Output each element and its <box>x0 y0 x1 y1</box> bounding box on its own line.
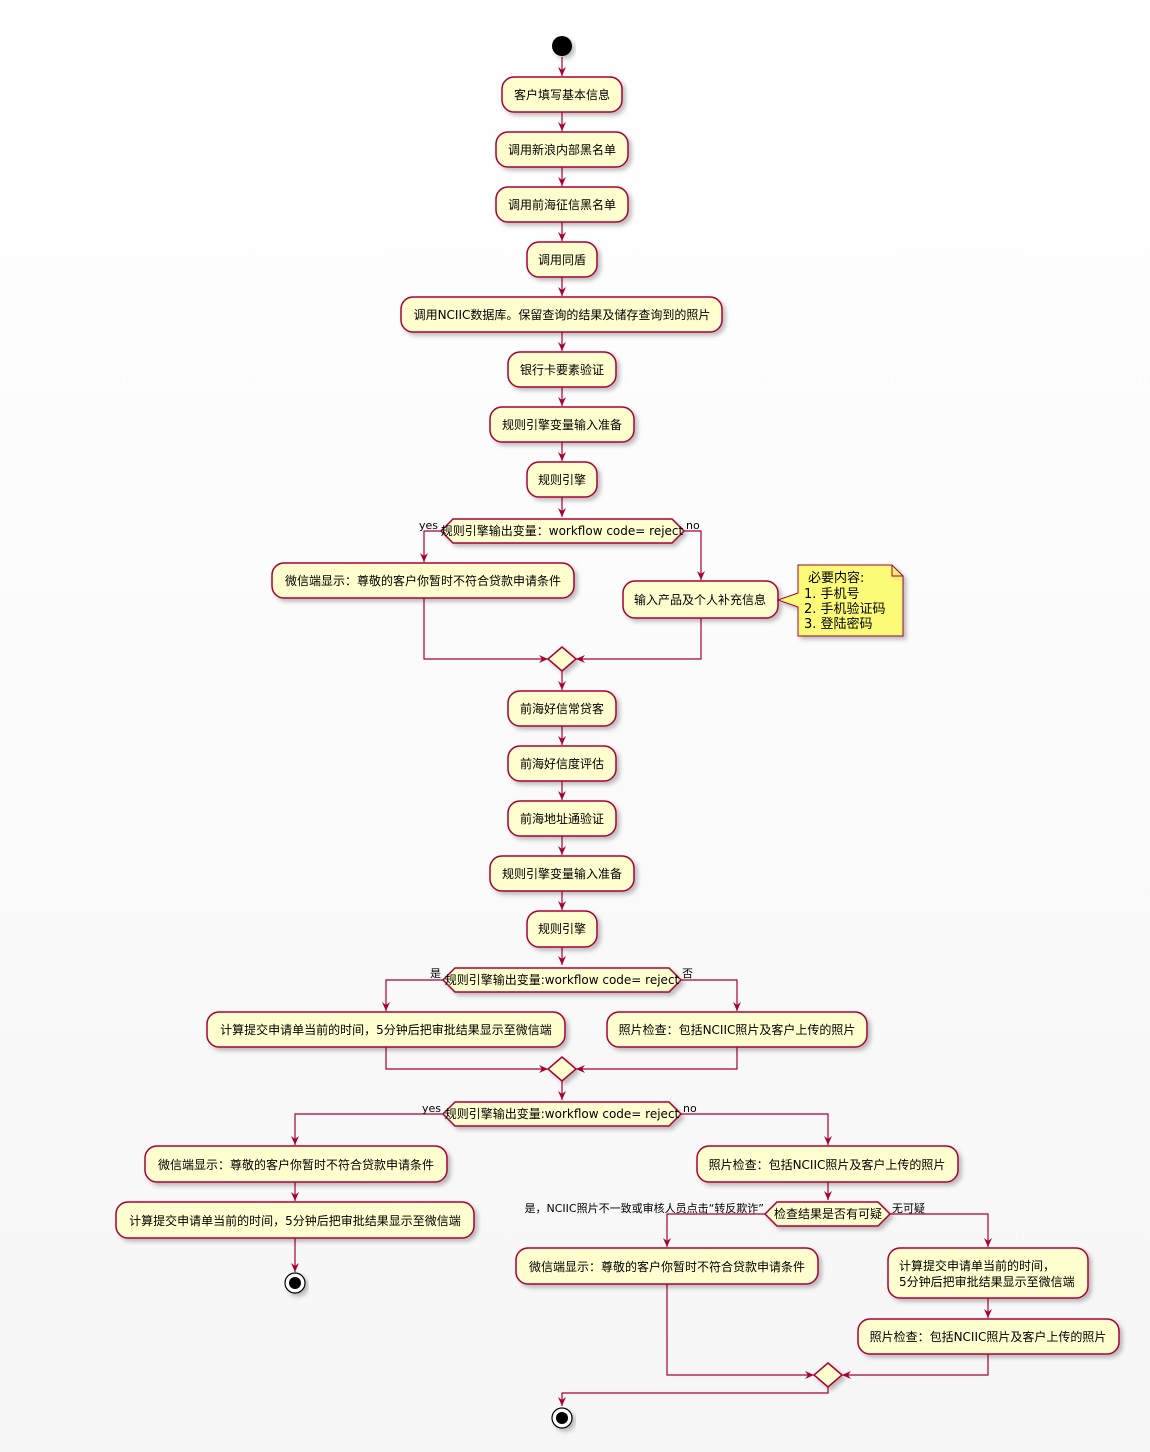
merge-node <box>546 1056 578 1082</box>
activity-label: 微信端显示：尊敬的客户你暂时不符合贷款申请条件 <box>529 1259 805 1274</box>
decision-label: 检查结果是否有可疑 <box>774 1206 882 1221</box>
activity-label: 前海好信度评估 <box>520 756 604 771</box>
decision-rule-output-2: 规则引擎输出变量:workflow code= reject <box>441 967 683 993</box>
activity-label-line1: 计算提交申请单当前的时间， <box>899 1258 1055 1273</box>
activity-wechat-reject-3: 微信端显示：尊敬的客户你暂时不符合贷款申请条件 <box>515 1247 819 1285</box>
activity-qianhai-regular: 前海好信常贷客 <box>507 690 617 727</box>
activity-calc-time: 计算提交申请单当前的时间，5分钟后把审批结果显示至微信端 <box>206 1011 566 1048</box>
activity-wechat-reject: 微信端显示：尊敬的客户你暂时不符合贷款申请条件 <box>271 562 575 599</box>
activity-tongdun: 调用同盾 <box>526 241 598 278</box>
decision-rule-output-3: 规则引擎输出变量:workflow code= reject <box>441 1101 683 1127</box>
activity-photo-check-2: 照片检查：包括NCIIC照片及客户上传的照片 <box>696 1145 959 1183</box>
decision-label: 规则引擎输出变量：workflow code= reject <box>441 523 684 538</box>
edge <box>684 530 705 580</box>
activity-label: 计算提交申请单当前的时间，5分钟后把审批结果显示至微信端 <box>129 1213 461 1228</box>
edge <box>423 598 548 663</box>
activity-label: 前海好信常贷客 <box>520 701 604 716</box>
activity-label: 调用前海征信黑名单 <box>508 197 616 212</box>
activity-label: 规则引擎变量输入准备 <box>502 417 622 432</box>
activity-label: 前海地址通验证 <box>520 811 604 826</box>
branch-label-yes: 是，NCIIC照片不一致或审核人员点击“转反欺诈” <box>525 1201 764 1215</box>
note-line: 2. 手机验证码 <box>804 601 886 617</box>
stop-node <box>551 1407 573 1429</box>
activity-label: 客户填写基本信息 <box>514 87 610 102</box>
branch-label-no: 无可疑 <box>892 1202 925 1215</box>
note-required-content: 必要内容: 1. 手机号 2. 手机验证码 3. 登陆密码 <box>776 564 904 637</box>
edge <box>666 1284 814 1379</box>
note-line: 必要内容: <box>808 570 864 586</box>
edge <box>576 618 702 663</box>
decision-label: 规则引擎输出变量:workflow code= reject <box>445 972 680 987</box>
edge <box>681 979 741 1011</box>
activity-label: 规则引擎变量输入准备 <box>502 866 622 881</box>
branch-label-yes: yes <box>419 519 438 532</box>
activity-label-line2: 5分钟后把审批结果显示至微信端 <box>899 1274 1075 1289</box>
activity-label: 调用同盾 <box>538 253 586 267</box>
edges <box>291 57 992 1406</box>
activity-bank-card-verify: 银行卡要素验证 <box>507 351 617 388</box>
branch-label-no: no <box>686 519 700 532</box>
stop-node <box>284 1272 306 1294</box>
edge <box>558 1387 829 1406</box>
activity-label: 规则引擎 <box>538 472 586 487</box>
edge <box>681 1113 832 1145</box>
start-node <box>552 36 572 56</box>
activity-photo-check-3: 照片检查：包括NCIIC照片及客户上传的照片 <box>857 1318 1120 1355</box>
activity-qianhai-blacklist: 调用前海征信黑名单 <box>495 186 629 223</box>
decision-rule-output-1: 规则引擎输出变量：workflow code= reject <box>439 518 686 544</box>
activity-input-product-info: 输入产品及个人补充信息 <box>622 580 779 619</box>
activity-rule-input-prep-2: 规则引擎变量输入准备 <box>489 855 635 892</box>
activity-label: 银行卡要素验证 <box>520 362 604 377</box>
activity-nciic: 调用NCIIC数据库。保留查询的结果及储存查询到的照片 <box>400 296 723 333</box>
branch-label-yes: 是 <box>430 967 441 980</box>
activity-qianhai-address: 前海地址通验证 <box>507 800 617 837</box>
activity-label: 照片检查：包括NCIIC照片及客户上传的照片 <box>870 1329 1107 1344</box>
branch-label-no: 否 <box>682 967 693 980</box>
activity-wechat-reject-2: 微信端显示：尊敬的客户你暂时不符合贷款申请条件 <box>144 1145 448 1183</box>
branch-label-no: no <box>683 1102 697 1115</box>
edge <box>291 1113 443 1145</box>
note-line: 3. 登陆密码 <box>804 616 873 632</box>
decision-suspicious-check: 检查结果是否有可疑 <box>763 1201 892 1227</box>
merge-node <box>812 1362 844 1388</box>
activity-calc-time-3: 计算提交申请单当前的时间， 5分钟后把审批结果显示至微信端 <box>887 1247 1089 1299</box>
edge <box>890 1213 992 1247</box>
edge <box>420 530 441 562</box>
activity-label: 微信端显示：尊敬的客户你暂时不符合贷款申请条件 <box>285 573 561 588</box>
activity-calc-time-2: 计算提交申请单当前的时间，5分钟后把审批结果显示至微信端 <box>115 1201 475 1239</box>
activity-label: 照片检查：包括NCIIC照片及客户上传的照片 <box>709 1157 946 1172</box>
activity-label: 调用新浪内部黑名单 <box>508 142 616 157</box>
edge <box>385 1047 548 1073</box>
activity-label: 输入产品及个人补充信息 <box>634 592 766 607</box>
activity-sina-blacklist: 调用新浪内部黑名单 <box>495 131 629 168</box>
edge <box>842 1354 989 1379</box>
edge <box>382 979 443 1011</box>
edge <box>576 1047 738 1073</box>
note-line: 1. 手机号 <box>804 587 860 602</box>
activity-label: 照片检查：包括NCIIC照片及客户上传的照片 <box>619 1022 856 1037</box>
activity-label: 规则引擎 <box>538 921 586 936</box>
decision-label: 规则引擎输出变量:workflow code= reject <box>445 1106 680 1121</box>
activity-label: 微信端显示：尊敬的客户你暂时不符合贷款申请条件 <box>158 1157 434 1172</box>
merge-node <box>546 646 578 672</box>
branch-label-yes: yes <box>422 1102 441 1115</box>
activity-label: 调用NCIIC数据库。保留查询的结果及储存查询到的照片 <box>414 307 711 322</box>
edge <box>663 1213 765 1247</box>
activity-rule-engine-2: 规则引擎 <box>526 910 598 948</box>
activity-label: 计算提交申请单当前的时间，5分钟后把审批结果显示至微信端 <box>220 1022 552 1037</box>
activity-fill-basic-info: 客户填写基本信息 <box>501 76 623 113</box>
activity-rule-engine: 规则引擎 <box>526 461 598 498</box>
activity-qianhai-credit-score: 前海好信度评估 <box>507 745 617 782</box>
activity-photo-check: 照片检查：包括NCIIC照片及客户上传的照片 <box>606 1011 868 1048</box>
activity-rule-input-prep: 规则引擎变量输入准备 <box>489 406 635 443</box>
